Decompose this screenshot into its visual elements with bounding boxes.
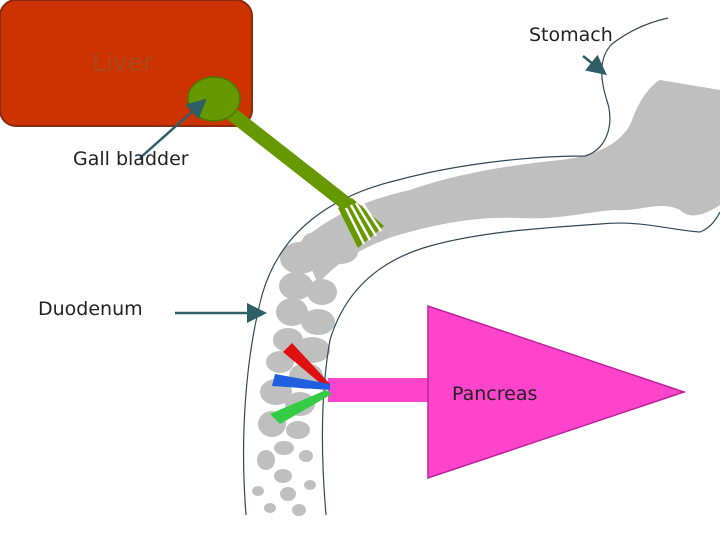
duodenum-label: Duodenum [38,298,143,320]
enzyme-wedge-green [270,390,332,424]
stomach-label: Stomach [529,24,613,46]
duct-fringe [338,198,384,248]
enzyme-wedge-blue [272,374,330,390]
bile-duct [209,94,353,211]
gall-bladder-pointer-arrow [139,98,207,159]
stomach-pointer-arrow [582,54,607,76]
gut-contents [252,80,720,516]
gall-bladder-shape [187,76,241,122]
pancreatic-duct [328,378,432,402]
pancreas-label: Pancreas [452,383,538,405]
pancreas-shape [427,304,687,480]
enzyme-wedge-red [283,343,330,388]
liver-label: Liver [92,48,154,77]
gall-bladder-label: Gall bladder [73,148,189,170]
